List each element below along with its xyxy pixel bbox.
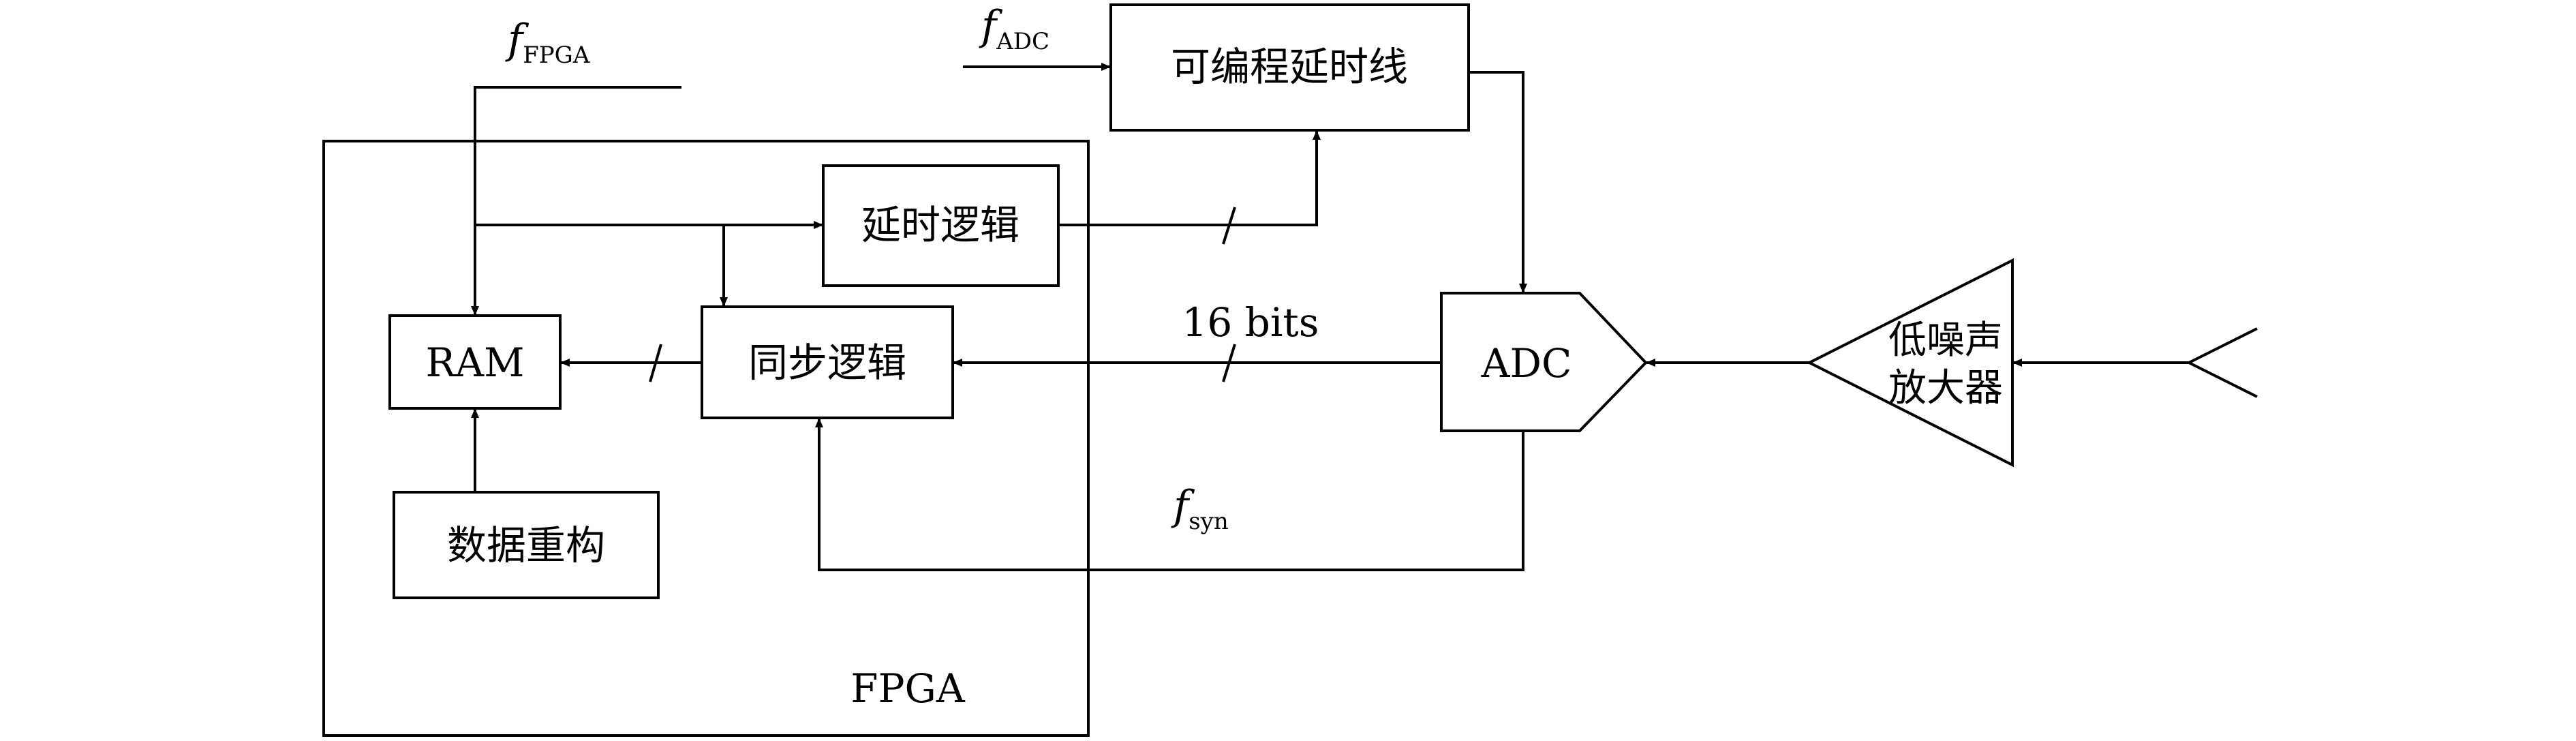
f-syn-label: fsyn [1171, 482, 1229, 535]
antenna-icon [2188, 327, 2258, 398]
adc-label: ADC [1481, 340, 1572, 387]
fpga-region-border [322, 140, 1090, 737]
sync-logic-label: 同步逻辑 [748, 339, 906, 386]
fpga-region-label: FPGA [850, 665, 966, 712]
sync-to-ram-bus-slash [649, 344, 662, 382]
f-fpga-clock-line [471, 86, 681, 316]
ram-label: RAM [426, 339, 525, 386]
f-syn-feedback-arrow [815, 418, 1524, 571]
adc-bus-width-label: 16 bits [1182, 299, 1319, 346]
lna-label-line1: 低噪声 [1888, 318, 2003, 363]
programmable-delay-line-label: 可编程延时线 [1171, 44, 1408, 90]
data-reconstruction-block [393, 491, 660, 599]
delay-logic-to-delay-line-arrow [1058, 130, 1321, 226]
low-noise-amplifier-block [1806, 258, 2014, 468]
delay-control-bus-slash [1222, 207, 1236, 245]
delay-logic-label: 延时逻辑 [861, 202, 1019, 248]
f-adc-label: fADC [979, 2, 1049, 55]
adc-block [1440, 292, 1648, 432]
lna-label-line2: 放大器 [1888, 366, 2003, 410]
data-reconstruction-label: 数据重构 [447, 522, 605, 569]
adc-bus-width-slash [1222, 344, 1236, 382]
delay-line-to-adc-arrow [1469, 71, 1527, 293]
f-fpga-label: fFPGA [505, 16, 590, 69]
